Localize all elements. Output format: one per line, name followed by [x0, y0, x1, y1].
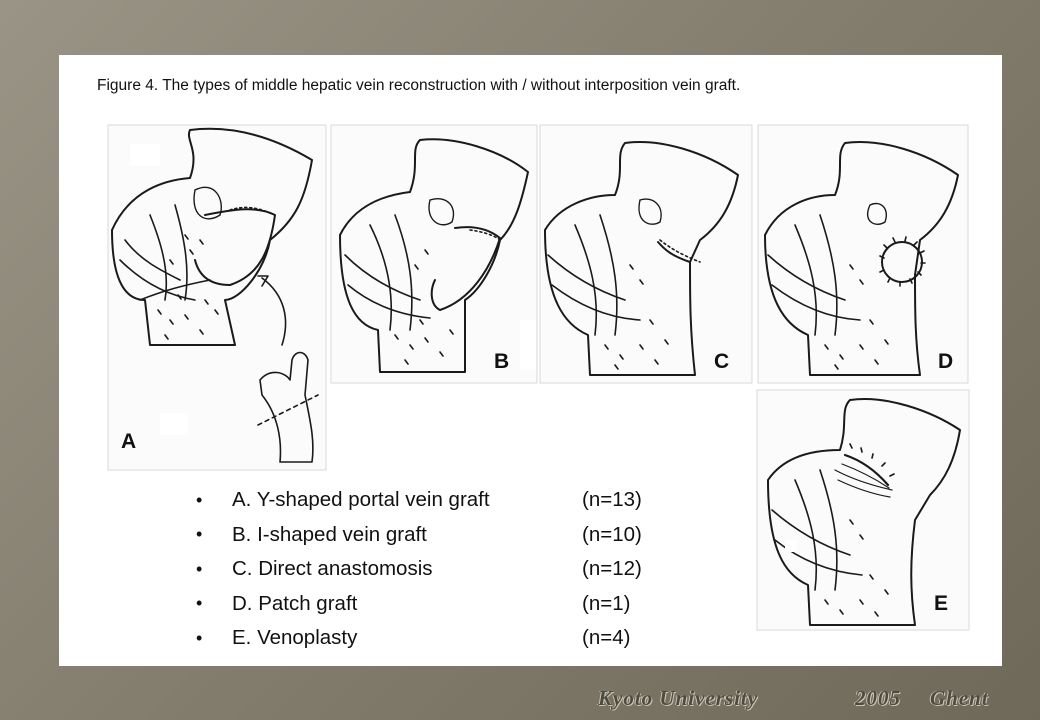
bullet-icon: • — [196, 558, 203, 579]
panel-label-d: D — [938, 350, 954, 373]
footer-year: 2005 — [855, 686, 901, 710]
figure-caption: Figure 4. The types of middle hepatic ve… — [97, 77, 741, 94]
type-label: D. Patch graft — [232, 591, 358, 615]
type-label: B. I-shaped vein graft — [232, 522, 427, 546]
bullet-icon: • — [196, 593, 203, 614]
bullet-icon: • — [196, 627, 203, 648]
panel-label-c: C — [714, 350, 730, 373]
list-item: • E. Venoplasty (n=4) — [196, 621, 662, 656]
type-label: C. Direct anastomosis — [232, 557, 433, 581]
type-count: (n=4) — [582, 626, 631, 650]
panel-label-a: A — [121, 430, 137, 453]
list-item: • B. I-shaped vein graft (n=10) — [196, 518, 662, 553]
type-count: (n=12) — [582, 557, 642, 581]
bullet-icon: • — [196, 489, 203, 510]
list-item: • D. Patch graft (n=1) — [196, 587, 662, 622]
reconstruction-types-list: • A. Y-shaped portal vein graft (n=13) •… — [196, 483, 662, 656]
list-item: • A. Y-shaped portal vein graft (n=13) — [196, 483, 662, 518]
type-count: (n=10) — [582, 522, 642, 546]
bullet-icon: • — [196, 524, 203, 545]
panel-label-e: E — [934, 592, 949, 615]
type-count: (n=1) — [582, 591, 631, 615]
type-label: E. Venoplasty — [232, 626, 358, 650]
type-count: (n=13) — [582, 488, 642, 512]
list-item: • C. Direct anastomosis (n=12) — [196, 552, 662, 587]
footer-city: Ghent — [930, 686, 989, 710]
panel-label-b: B — [494, 350, 510, 373]
type-label: A. Y-shaped portal vein graft — [232, 488, 490, 512]
footer-institution: Kyoto University — [598, 686, 759, 710]
